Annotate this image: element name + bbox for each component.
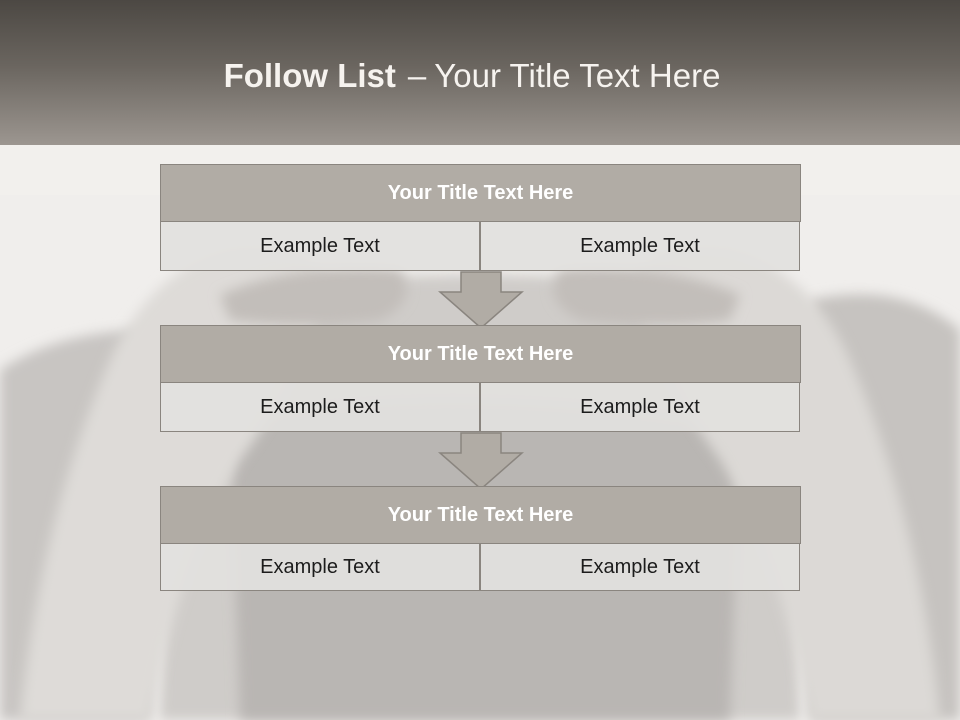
step-cell-left: Example Text [160, 382, 480, 432]
step-cell-right: Example Text [480, 221, 800, 271]
step-cell-left: Example Text [160, 221, 480, 271]
step-cell-left: Example Text [160, 543, 480, 591]
step-title: Your Title Text Here [160, 325, 801, 383]
down-arrow-icon [438, 432, 524, 490]
step-title: Your Title Text Here [160, 486, 801, 544]
header-bar: Follow List–Your Title Text Here [0, 0, 960, 145]
step-cell-right: Example Text [480, 382, 800, 432]
title-bold-part: Follow List [223, 57, 396, 94]
step-cell-right: Example Text [480, 543, 800, 591]
step-title: Your Title Text Here [160, 164, 801, 222]
title-separator: – [407, 57, 427, 94]
slide-title: Follow List–Your Title Text Here [0, 54, 944, 98]
title-rest-part: Your Title Text Here [434, 57, 721, 94]
down-arrow-icon [438, 271, 524, 329]
